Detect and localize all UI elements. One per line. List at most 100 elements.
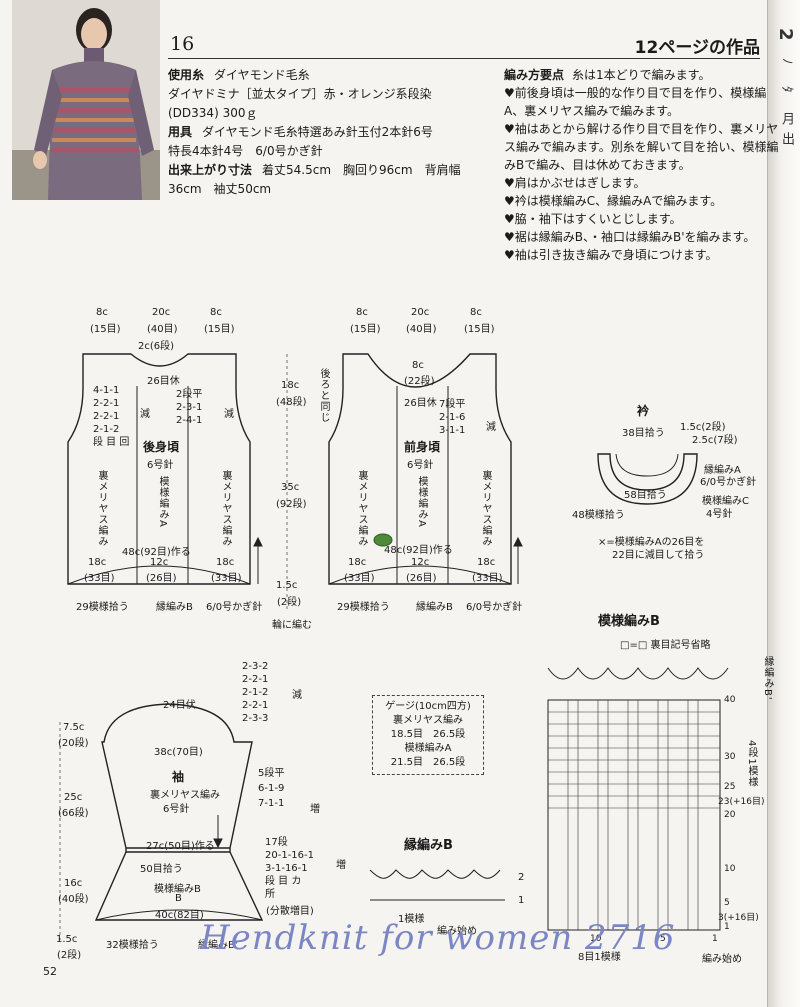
spec-text: 36cm 袖丈50cm <box>168 182 272 196</box>
hook-label: 6/0号かぎ針 <box>466 602 523 613</box>
chart-row-label: 23(+16目) <box>718 797 765 807</box>
spec-line: 出来上がり寸法着丈54.5cm 胸回り96cm 背肩幅 <box>168 161 488 180</box>
patternB-repeat: 4段1模様 <box>746 740 757 788</box>
spec-text: 特長4本針4号 6/0号かぎ針 <box>168 144 323 158</box>
chart-row-label: 30 <box>724 752 736 762</box>
gauge-line: 21.5目 26.5段 <box>390 757 466 768</box>
row-number: 2 <box>518 872 525 883</box>
sleeve-title: 袖 <box>172 770 185 784</box>
step-line: ス編みで編みます。別糸を解いて目を拾い、模様編 <box>504 140 779 154</box>
hook-label: 6/0号かぎ針 <box>206 602 263 613</box>
cap-bindoff: 24目伏 <box>163 700 196 711</box>
cuff-pickup: 32模様拾う <box>106 940 159 951</box>
chart-row-label: 1 <box>724 922 730 932</box>
page-number: 52 <box>43 965 57 978</box>
collar-note: ×=模様編みAの26目を <box>598 537 705 548</box>
neck-bindoff: 26目休 <box>147 376 180 387</box>
collar-height: 1.5c(2段) <box>680 422 726 433</box>
steps-intro: 糸は1本どりで編みます。 <box>572 68 711 82</box>
instructions-block: 編み方要点糸は1本どりで編みます。 ♥前後身頃は一般的な作り目で目を作り、模様編… <box>504 66 784 264</box>
collar-hook: 6/0号かぎ針 <box>700 477 757 488</box>
gutter-glyph: 出 <box>779 132 794 145</box>
page-gutter: 2 ﾉ ﾀ 月 出 <box>767 0 800 1007</box>
chart-row-label: 25 <box>724 782 736 792</box>
stitch-column: 裏メリヤス編み <box>220 470 231 547</box>
decrease-mark: 減 <box>140 409 150 420</box>
stitch-column: 模様編みA <box>157 476 168 528</box>
dim-label: 18c <box>348 557 367 568</box>
dim-label: 12c <box>411 557 430 568</box>
dim-label: (33目) <box>84 573 115 584</box>
dim-label: (15目) <box>204 324 235 335</box>
spec-line: (DD334) 300ｇ <box>168 104 488 123</box>
gutter-glyph: ﾀ <box>779 86 794 93</box>
pickup-label: 29模様拾う <box>337 602 390 613</box>
gutter-glyph: 月 <box>779 112 794 125</box>
spec-text: ダイヤモンド毛糸特選あみ針玉付2本針6号 <box>202 125 433 139</box>
chart-row-label: 20 <box>724 810 736 820</box>
collar-pickup-left: 48模様拾う <box>572 510 625 521</box>
chart-row-label: 10 <box>724 864 736 874</box>
decrease-mark: 減 <box>292 690 302 701</box>
height-label: 25c <box>64 792 83 803</box>
front-title: 前身頃 <box>404 440 441 454</box>
increase-mark: 増 <box>336 860 346 871</box>
gauge-box: ゲージ(10cm四方) 裏メリヤス編み 18.5目 26.5段 模様編みA 21… <box>372 695 484 775</box>
dim-label: 8c <box>470 307 482 318</box>
neck-label: 2c(6段) <box>138 341 175 352</box>
materials-block: 使用糸ダイヤモンド毛糸 ダイヤドミナ［並太タイプ］赤・オレンジ系段染 (DD33… <box>168 66 488 199</box>
step-line: ♥肩はかぶせはぎします。 <box>504 176 646 190</box>
edging-label: 縁編みB <box>416 602 453 613</box>
step-line: ♥袖は引き抜き編みで身頃につけます。 <box>504 248 718 262</box>
step-line: A、裏メリヤス編みで編みます。 <box>504 104 680 118</box>
dim-label: 18c <box>477 557 496 568</box>
height-rows: (2段) <box>277 597 302 608</box>
height-rows: (40段) <box>58 894 89 905</box>
dim-label: (40目) <box>147 324 178 335</box>
dim-label: (15目) <box>90 324 121 335</box>
stitch-column: 裏メリヤス編み <box>356 470 367 547</box>
model-photo <box>12 0 160 200</box>
height-rows: (20段) <box>58 738 89 749</box>
needle-label: 6号針 <box>147 460 174 471</box>
height-label: 7.5c <box>63 722 85 733</box>
patternB-title: 模様編みB <box>598 614 660 629</box>
back-title: 後身頃 <box>143 440 180 454</box>
spec-line: 用具ダイヤモンド毛糸特選あみ針玉付2本針6号 <box>168 123 488 142</box>
height-rows: (92段) <box>276 499 307 510</box>
collar-note: 22目に減目して拾う <box>612 550 705 561</box>
dim-label: (26目) <box>146 573 177 584</box>
cuff-cast: 27c(50目)作る <box>146 841 215 852</box>
round-label: 輪に編む <box>272 620 312 631</box>
increase-mark: 増 <box>310 804 320 815</box>
chart-row-label: 40 <box>724 695 736 705</box>
edging-label: 縁編みB' <box>198 940 238 951</box>
patternB-legend: □=□ 裏目記号省略 <box>620 640 711 651</box>
collar-pattern: 模様編みC <box>702 496 749 507</box>
chart-col-label: 1 <box>712 934 718 944</box>
row-number: 1 <box>518 895 525 906</box>
sleeve-stitch: 裏メリヤス編み <box>150 790 220 801</box>
collar-needle: 4号針 <box>706 509 733 520</box>
dim-label: (33目) <box>211 573 242 584</box>
height-rows: (2段) <box>57 950 82 961</box>
chart-col-label: 10 <box>590 934 602 944</box>
height-label: 1.5c <box>276 580 298 591</box>
cuff-pickup: 50目拾う <box>140 864 183 875</box>
green-marker <box>373 533 393 547</box>
dim-label: 20c <box>411 307 430 318</box>
gauge-title: ゲージ(10cm四方) <box>385 701 471 712</box>
pattern-number: 16 <box>170 33 195 55</box>
page-reference: 12ページの作品 <box>634 38 760 58</box>
dim-label: 20c <box>152 307 171 318</box>
gauge-line: 模様編みA <box>404 743 452 754</box>
edgeB-title: 縁編みB <box>404 838 453 853</box>
pickup-label: 29模様拾う <box>76 602 129 613</box>
dim-label: 18c <box>216 557 235 568</box>
cuff-pattern-b: B <box>175 893 182 904</box>
spec-line: 使用糸ダイヤモンド毛糸 <box>168 66 488 85</box>
patternB-bottom: 8目1模様 <box>578 952 621 963</box>
